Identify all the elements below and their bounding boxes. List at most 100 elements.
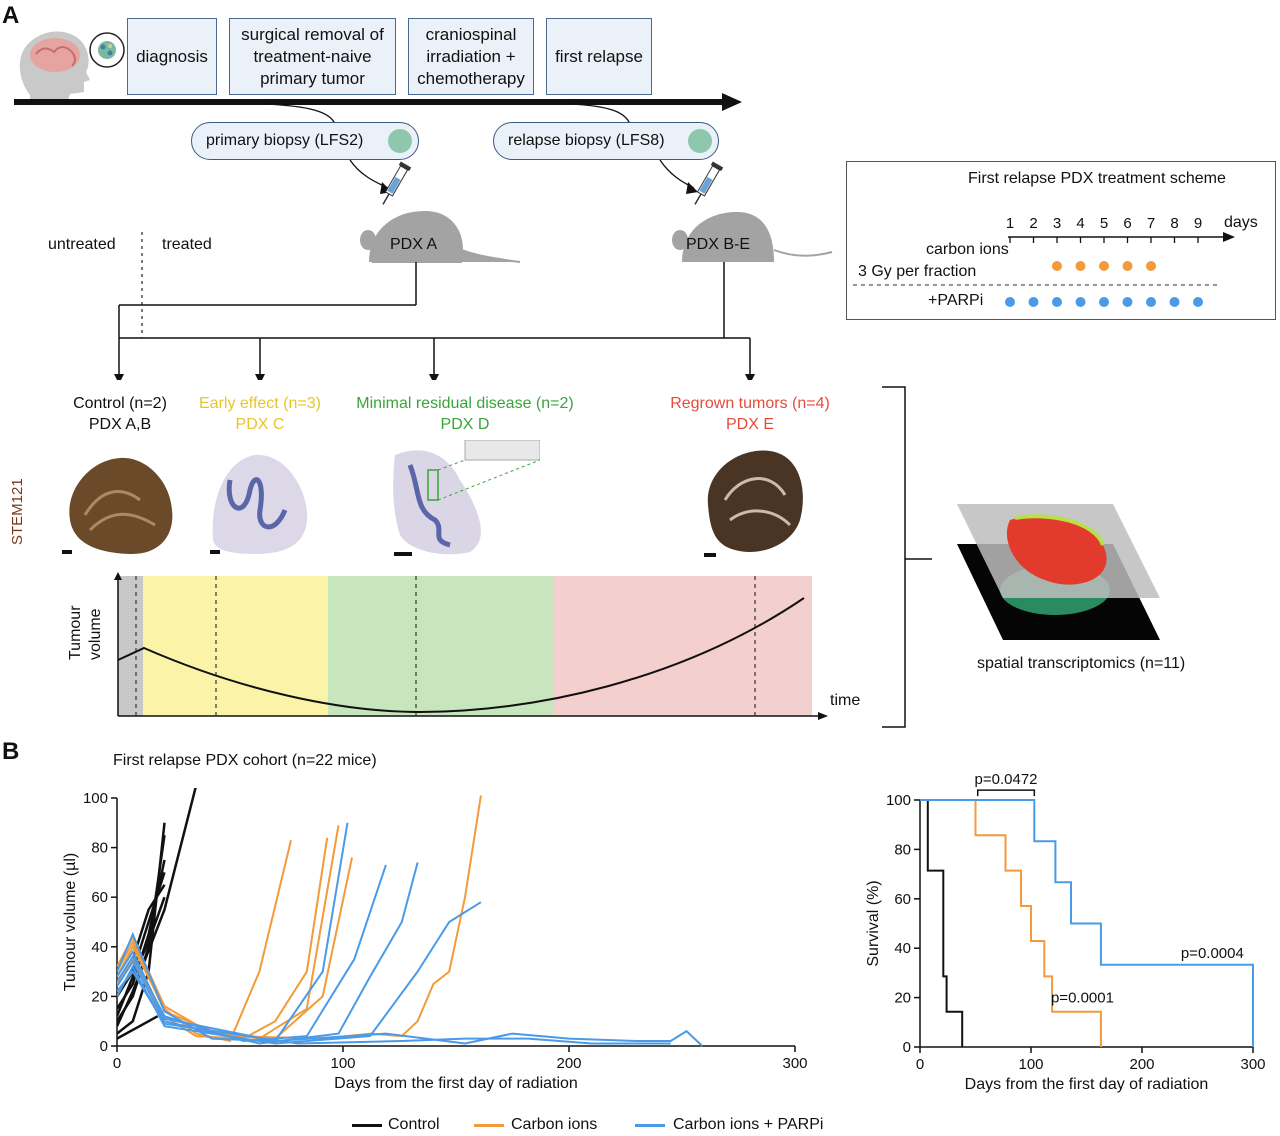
scheme-day-label: 6 (1123, 215, 1131, 232)
tissue-mrd-image (393, 440, 540, 556)
scheme-title: First relapse PDX treatment scheme (968, 170, 1226, 187)
scheme-axis-arrow (1223, 232, 1235, 242)
group-regrown-sub: PDX E (725, 416, 774, 433)
x-tick-label: 0 (916, 1056, 924, 1073)
carbon-dose-dot (1099, 261, 1109, 271)
group-control-title: Control (n=2) (73, 395, 167, 412)
y-tick-label: 40 (894, 940, 911, 957)
legend-control: Control (388, 1116, 440, 1133)
cohort-title: First relapse PDX cohort (n=22 mice) (113, 752, 377, 769)
tumour-phase-plot (114, 572, 828, 720)
parpi-dose-dot (1193, 297, 1203, 307)
step-irradiation: craniospinal irradiation + chemotherapy (408, 18, 534, 95)
child-head-icon (19, 31, 125, 100)
step-first-relapse: first relapse (546, 18, 652, 95)
carbon-dose-dot (1052, 261, 1062, 271)
growth-line-control (117, 1015, 159, 1040)
spatial-transcriptomics-image (957, 504, 1160, 640)
growth-line-carbon-ions (117, 795, 482, 1040)
x-tick-label: 300 (1240, 1056, 1265, 1073)
group-mrd-sub: PDX D (440, 416, 490, 433)
x-axis-label: Days from the first day of radiation (965, 1076, 1209, 1093)
group-control-sub: PDX A,B (88, 416, 152, 433)
tissue-early-image (210, 454, 308, 554)
relapse-biopsy-label: relapse biopsy (LFS8) (508, 132, 665, 149)
growth-line-control (117, 788, 197, 1027)
y-tick-label: 60 (91, 889, 108, 906)
pdx-a-label: PDX A (390, 236, 438, 253)
y-axis-label: Survival (%) (865, 880, 882, 966)
untreated-label: untreated (48, 236, 116, 253)
parpi-dose-dot (1005, 297, 1015, 307)
p-value-annotation: p=0.0001 (1051, 990, 1114, 1007)
panel-b-label: B (2, 738, 20, 765)
scheme-days-label: days (1224, 214, 1258, 231)
p-value-annotation: p=0.0004 (1181, 945, 1244, 962)
scheme-day-label: 9 (1194, 215, 1202, 232)
panel-a-label: A (2, 2, 20, 29)
y-tick-label: 100 (83, 790, 108, 807)
parpi-dose-dot (1028, 297, 1039, 307)
y-axis-label: Tumour volume (µl) (62, 853, 79, 991)
scheme-day-label: 2 (1029, 215, 1037, 232)
y-tick-label: 80 (91, 840, 108, 857)
parpi-dose-dot (1052, 297, 1062, 307)
survival-curve-carbon-ions (920, 799, 1102, 1047)
scheme-day-label: 5 (1100, 215, 1108, 232)
growth-line-carbon-ions (117, 839, 292, 1043)
tissue-regrown-image (704, 450, 803, 557)
y-tick-label: 0 (903, 1039, 911, 1056)
carbon-dose-dot (1122, 261, 1133, 271)
pdx-be-label: PDX B-E (686, 236, 751, 253)
legend-swatch-parpi (635, 1124, 665, 1127)
y-tick-label: 60 (894, 891, 911, 908)
parpi-dose-dot (1075, 297, 1086, 307)
primary-biopsy-pill: primary biopsy (LFS2) (191, 122, 419, 160)
carbon-dose-dot (1075, 261, 1086, 271)
tumour-volume-chart: First relapse PDX cohort (n=22 mice) 0 100… (62, 752, 808, 1092)
y-tick-label: 100 (886, 792, 911, 809)
scheme-carbon-label: carbon ions (926, 241, 1009, 258)
phase-band (143, 576, 328, 716)
x-tick-label: 300 (782, 1055, 807, 1072)
step-surgical-removal: surgical removal of treatment-naive prim… (229, 18, 396, 95)
phase-x-arrow (818, 712, 828, 720)
tumor-cell-icon (688, 129, 712, 153)
legend-swatch-control (352, 1124, 382, 1127)
survival-curve-carbon-ions-parpi (920, 799, 1254, 1047)
x-tick-label: 200 (556, 1055, 581, 1072)
y-tick-label: 0 (100, 1038, 108, 1055)
y-tick-label: 20 (91, 988, 108, 1005)
spatial-label: spatial transcriptomics (n=11) (977, 655, 1186, 672)
x-tick-label: 200 (1129, 1056, 1154, 1073)
legend-swatch-carbon (474, 1124, 504, 1127)
relapse-biopsy-pill: relapse biopsy (LFS8) (493, 122, 719, 160)
phase-curve (117, 597, 805, 714)
scheme-day-label: 7 (1147, 215, 1155, 232)
tissue-control-image (62, 457, 173, 555)
phase-band (118, 576, 143, 716)
growth-lines (117, 788, 703, 1047)
group-early-sub: PDX C (235, 416, 285, 433)
survival-curve-control (920, 799, 964, 1047)
parpi-dose-dot (1122, 297, 1133, 307)
p-bracket (976, 789, 1036, 797)
scheme-day-label: 4 (1076, 215, 1084, 232)
group-bracket (882, 386, 932, 728)
legend-parpi: Carbon ions + PARPi (673, 1116, 824, 1133)
carbon-dose-dot (1146, 261, 1156, 271)
parpi-dose-dot (1099, 297, 1109, 307)
stem121-label: STEM121 (9, 478, 26, 545)
parpi-dose-dot (1169, 297, 1180, 307)
x-tick-label: 0 (113, 1055, 121, 1072)
growth-line-carbon-ions-parpi (117, 901, 482, 1045)
group-early-title: Early effect (n=3) (199, 395, 321, 412)
primary-biopsy-label: primary biopsy (LFS2) (206, 132, 364, 149)
growth-line-carbon-ions-parpi (117, 864, 387, 1043)
x-tick-label: 100 (330, 1055, 355, 1072)
y-tick-label: 40 (91, 939, 108, 956)
y-tick-label: 80 (894, 841, 911, 858)
